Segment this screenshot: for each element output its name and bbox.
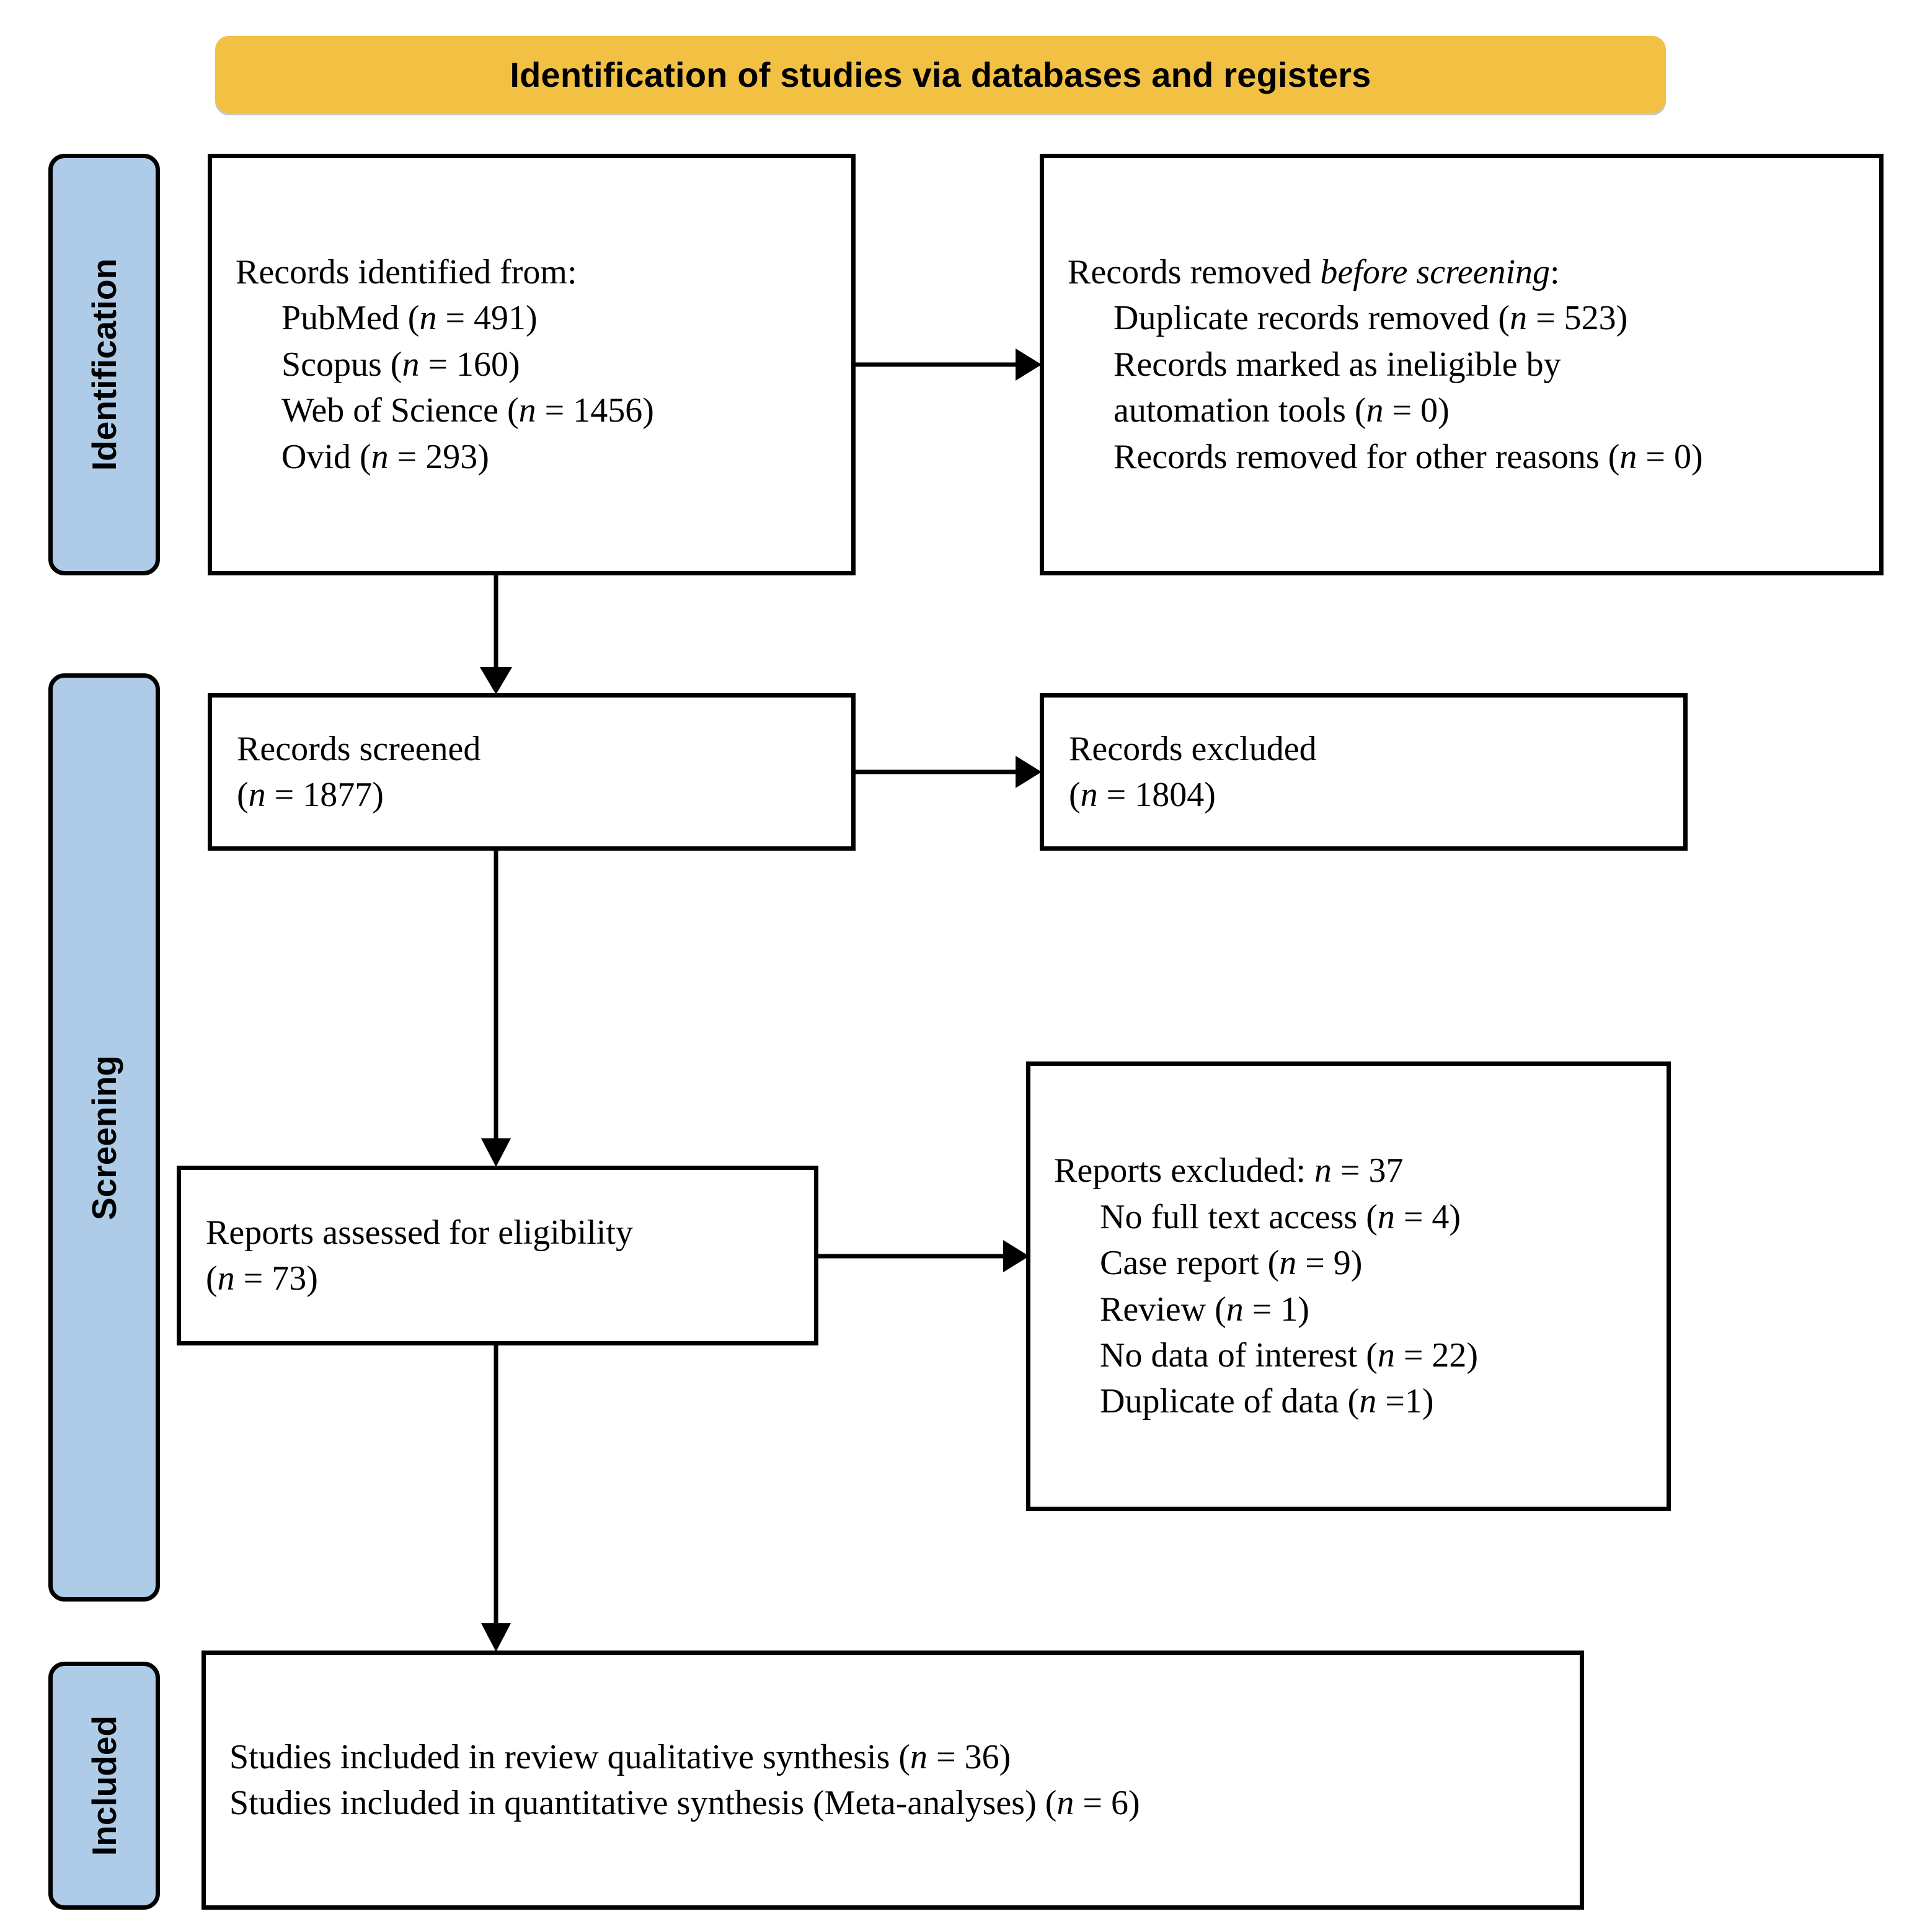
box-records-removed-before-screening: Records removed before screening: Duplic… [1040,154,1884,575]
box-records-screened-body: Records screened (n = 1877) [212,726,851,818]
box-studies-included: Studies included in review qualitative s… [201,1651,1584,1910]
records-identified-source-pubmed: PubMed (n = 491) [281,299,538,338]
records-excluded-count: (n = 1804) [1069,776,1216,814]
reports-excluded-heading: Reports excluded: n = 37 [1054,1151,1404,1190]
stage-tab-screening-label: Screening [85,1055,123,1220]
box-records-identified: Records identified from: PubMed (n = 491… [208,154,856,575]
box-records-screened: Records screened (n = 1877) [208,693,856,851]
studies-included-qualitative: Studies included in review qualitative s… [229,1737,1011,1776]
arrow-screened-to-eligibility [477,851,515,1167]
arrow-identified-to-removed [856,346,1042,383]
arrow-screened-to-excluded [856,753,1042,791]
box-records-identified-body: Records identified from: PubMed (n = 491… [212,249,851,480]
box-records-excluded-body: Records excluded (n = 1804) [1044,726,1683,818]
box-studies-included-body: Studies included in review qualitative s… [206,1734,1580,1827]
reports-excluded-case-report: Case report (n = 9) [1100,1244,1363,1283]
stage-tab-identification: Identification [48,154,160,575]
records-excluded-label: Records excluded [1069,729,1317,768]
records-removed-heading-italic: before screening [1320,252,1551,291]
arrow-eligibility-to-reports-excluded [818,1238,1029,1275]
reports-excluded-no-full-text: No full text access (n = 4) [1100,1197,1461,1236]
stage-tab-identification-label: Identification [85,258,124,471]
records-screened-label: Records screened [237,729,481,768]
records-identified-source-wos: Web of Science (n = 1456) [281,391,654,430]
records-removed-duplicates: Duplicate records removed (n = 523) [1113,299,1628,338]
records-removed-ineligible-line1: Records marked as ineligible by [1113,345,1561,384]
box-reports-assessed-body: Reports assessed for eligibility (n = 73… [181,1210,814,1302]
studies-included-quantitative: Studies included in quantitative synthes… [229,1784,1140,1822]
records-removed-heading: Records removed before screening: [1068,249,1856,295]
reports-assessed-label: Reports assessed for eligibility [206,1213,634,1252]
stage-tab-included: Included [48,1662,160,1910]
reports-excluded-duplicate-data: Duplicate of data (n =1) [1100,1382,1434,1421]
phase-banner-label: Identification of studies via databases … [510,55,1371,94]
records-removed-other-reasons: Records removed for other reasons (n = 0… [1113,437,1703,476]
records-removed-heading-suffix: : [1550,252,1560,291]
box-reports-excluded-body: Reports excluded: n = 37 No full text ac… [1030,1148,1667,1425]
reports-assessed-count: (n = 73) [206,1259,318,1298]
stage-tab-included-label: Included [85,1715,123,1856]
records-screened-count: (n = 1877) [237,776,384,814]
box-records-excluded: Records excluded (n = 1804) [1040,693,1688,851]
records-removed-heading-prefix: Records removed [1068,252,1321,291]
box-reports-assessed-for-eligibility: Reports assessed for eligibility (n = 73… [177,1166,818,1345]
box-reports-excluded: Reports excluded: n = 37 No full text ac… [1026,1061,1671,1511]
records-identified-source-scopus: Scopus (n = 160) [281,345,520,384]
records-identified-heading: Records identified from: [236,252,577,291]
box-records-removed-body: Records removed before screening: Duplic… [1044,249,1879,480]
reports-excluded-review: Review (n = 1) [1100,1290,1309,1329]
arrow-eligibility-to-included [477,1345,515,1652]
stage-tab-screening: Screening [48,673,160,1602]
records-identified-source-ovid: Ovid (n = 293) [281,437,489,476]
phase-banner: Identification of studies via databases … [215,36,1666,113]
arrow-identified-to-screened [477,575,515,694]
records-removed-ineligible-line2: automation tools (n = 0) [1113,391,1450,430]
reports-excluded-no-data: No data of interest (n = 22) [1100,1336,1479,1375]
